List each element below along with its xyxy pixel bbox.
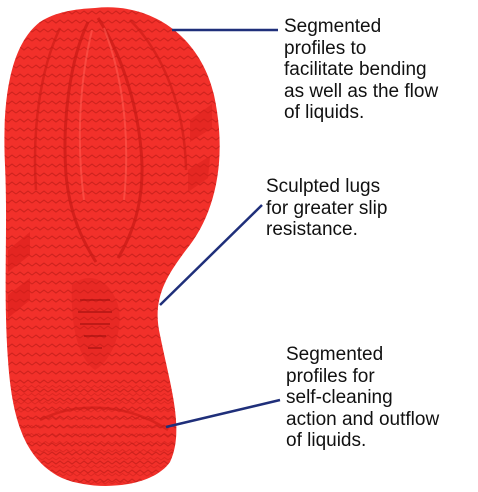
callout-line: resistance. (266, 219, 387, 241)
callout-self-cleaning: Segmented profiles for self-cleaning act… (286, 344, 439, 452)
callout-line: self-cleaning (286, 387, 439, 409)
callout-line: action and outflow (286, 409, 439, 431)
callout-line: of liquids. (286, 430, 439, 452)
callout-line: for greater slip (266, 198, 387, 220)
callout-line: profiles for (286, 366, 439, 388)
callout-line: Segmented (284, 16, 438, 38)
callout-line: of liquids. (284, 102, 438, 124)
callout-line: profiles to (284, 38, 438, 60)
callout-line: Sculpted lugs (266, 176, 387, 198)
leader-line-bottom (166, 400, 280, 427)
callout-line: facilitate bending (284, 59, 438, 81)
callout-bending-profiles: Segmented profiles to facilitate bending… (284, 16, 438, 124)
callout-line: as well as the flow (284, 81, 438, 103)
heel-texture (0, 380, 240, 492)
callout-slip-resistance: Sculpted lugs for greater slip resistanc… (266, 176, 387, 241)
callout-line: Segmented (286, 344, 439, 366)
